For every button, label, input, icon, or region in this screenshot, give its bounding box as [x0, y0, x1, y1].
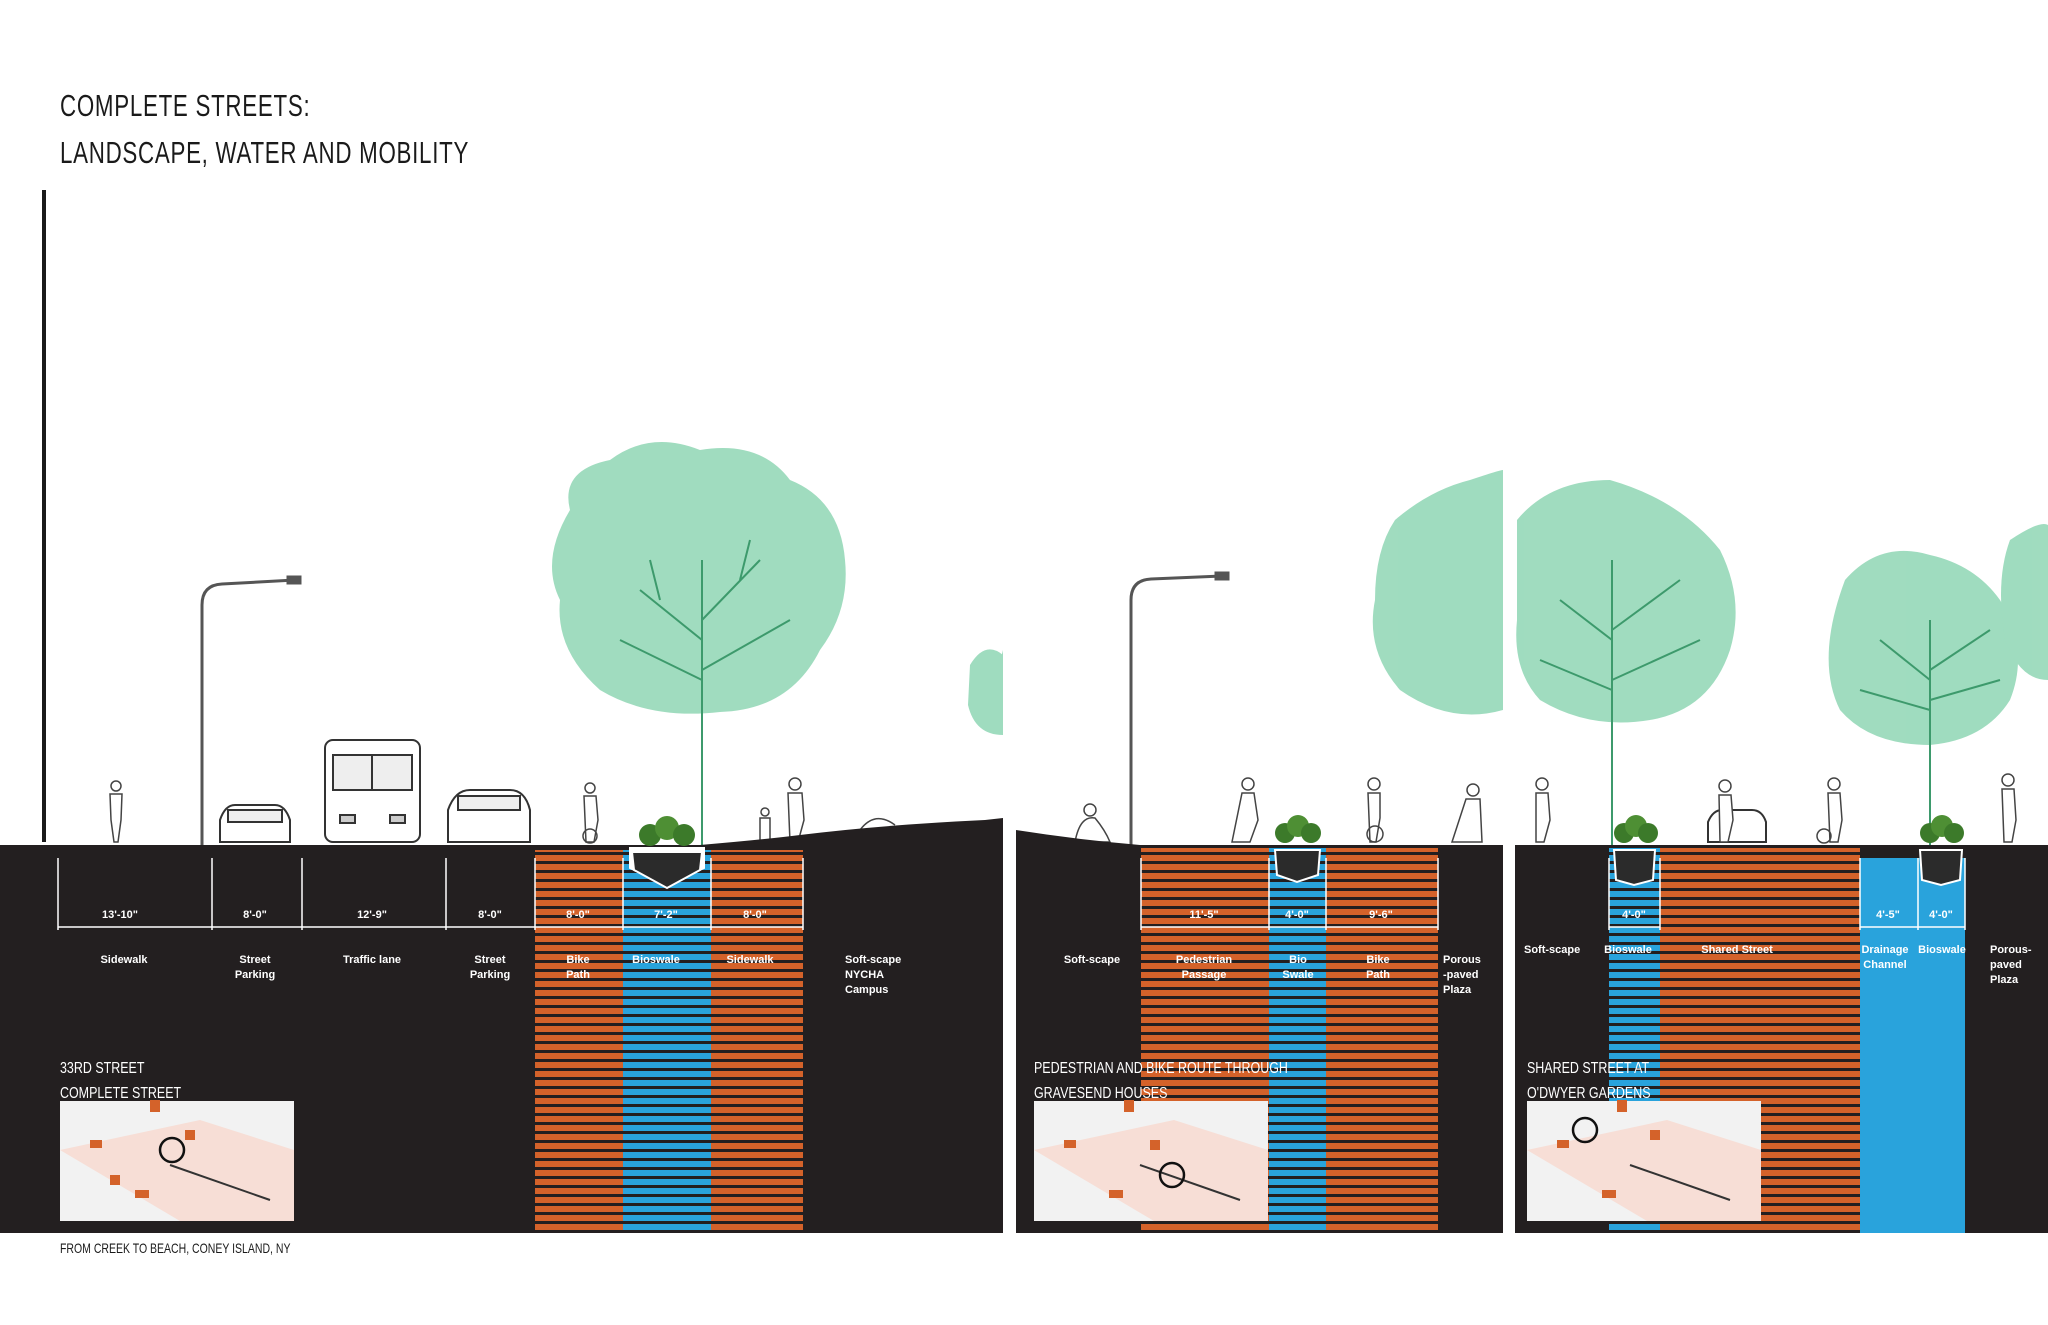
dim-value: 8'-0": [478, 909, 502, 921]
street-lamp: [200, 575, 302, 845]
dim-value: 8'-0": [566, 909, 590, 921]
planter: [1918, 815, 1964, 887]
zone-label: Soft-scape: [1064, 954, 1120, 966]
dim-value: 8'-0": [243, 909, 267, 921]
section3-drainage-channel: [1860, 858, 1965, 1233]
car: [447, 789, 531, 843]
dim-value: 11'-5": [1189, 909, 1218, 921]
dim-value: 13'-10": [102, 909, 138, 921]
car: [1707, 809, 1767, 843]
street-lamp: [1129, 571, 1230, 845]
dim-value: 9'-6": [1369, 909, 1393, 921]
tree-trunks: [619, 539, 2001, 845]
section1-sidewalk: [711, 850, 803, 1233]
section2-bioswale: [1269, 848, 1326, 1233]
dim-value: 7'-2": [654, 909, 678, 921]
dim-value: 4'-5": [1876, 909, 1900, 921]
dim-value: 4'-0": [1285, 909, 1309, 921]
zone-label: Soft-scape: [1524, 944, 1580, 956]
title-line-1: COMPLETE STREETS:: [60, 88, 311, 123]
tree-canopy: [968, 649, 1003, 735]
key-map: [60, 1100, 294, 1221]
zone-label: Bioswale: [632, 954, 680, 966]
zone-label: Bioswale: [1604, 944, 1652, 956]
section2-bike-path: [1326, 848, 1438, 1233]
footer-caption: FROM CREEK TO BEACH, CONEY ISLAND, NY: [60, 1240, 291, 1256]
tree-canopy: [2001, 524, 2048, 680]
key-map: [1527, 1100, 1761, 1221]
key-map: [1034, 1100, 1268, 1221]
car: [219, 804, 291, 843]
zone-label: Shared Street: [1701, 944, 1773, 956]
dimension-lines: [57, 858, 1966, 930]
section1-bike-path: [535, 850, 623, 1233]
zone-label: Sidewalk: [100, 954, 148, 966]
planter: [1273, 815, 1322, 884]
bus: [324, 739, 421, 843]
tree-canopy: [1372, 470, 1503, 715]
dim-value: 12'-9": [357, 909, 387, 921]
dimension-values: 13'-10" 8'-0" 12'-9" 8'-0" 8'-0" 7'-2" 8…: [102, 909, 1953, 921]
dim-value: 8'-0": [743, 909, 767, 921]
tree-canopies: [552, 442, 2048, 745]
dim-value: 4'-0": [1929, 909, 1953, 921]
zone-label: Bioswale: [1918, 944, 1966, 956]
zone-label: Sidewalk: [726, 954, 774, 966]
zone-label: Traffic lane: [343, 954, 401, 966]
tree-canopy: [1828, 550, 2018, 745]
planter: [630, 816, 704, 890]
section1-bioswale: [623, 850, 711, 1233]
pedestrians: [109, 773, 2017, 843]
planter: [1612, 815, 1658, 887]
title-line-2: LANDSCAPE, WATER AND MOBILITY: [60, 135, 470, 170]
tree-canopy: [1516, 480, 1736, 723]
dim-value: 4'-0": [1622, 909, 1646, 921]
tree-canopy: [552, 442, 846, 714]
page-title: COMPLETE STREETS: LANDSCAPE, WATER AND M…: [60, 82, 469, 176]
section-boundary-line: [42, 190, 46, 842]
